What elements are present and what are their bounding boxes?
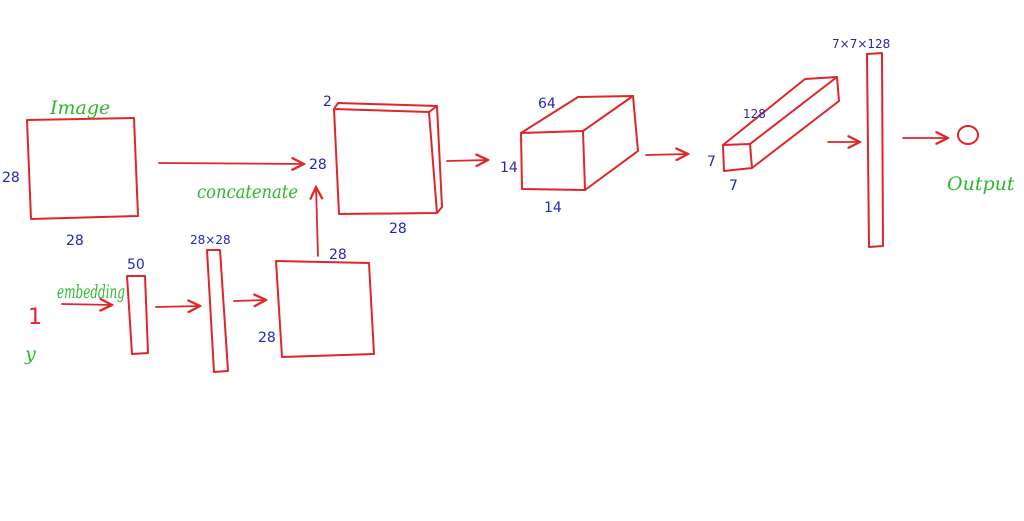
conv2-width-label: 7 [729,178,738,194]
conv1-height-label: 14 [500,160,518,176]
embedding-label: embedding [57,281,125,303]
label-count: 1 [28,305,42,330]
concat-width-label: 28 [389,221,407,237]
output-node [957,125,979,145]
concat-channels-label: 2 [323,94,332,110]
embedding-vector [126,275,149,355]
reshaped-label-map [275,260,375,358]
conv2-height-label: 7 [707,154,716,170]
image-width-label: 28 [66,233,84,249]
concatenate-label: concatenate [197,181,298,203]
conv1-channels-label: 64 [538,96,556,112]
flatten-size-label: 7×7×128 [832,37,890,51]
arrow-y-to-embedding [61,304,112,305]
dense-size-label: 28×28 [190,233,231,247]
arrow-conv1-to-conv2 [645,154,688,155]
arrow-concat-to-conv1 [446,160,488,161]
arrow-embedding-to-dense [155,306,200,307]
reshape-width-label: 28 [329,247,347,263]
dense-vector [206,249,229,373]
image-height-label: 28 [2,170,20,186]
conv2-volume [722,76,840,172]
arrow-image-to-concat [158,163,304,164]
output-label: Output [947,173,1015,195]
label-y: y [24,343,36,365]
conv2-channels-label: 128 [743,107,766,121]
concat-volume [333,102,443,215]
flatten-vector [866,52,884,248]
image-input-box [26,117,139,220]
arrow-dense-to-reshape [233,300,266,301]
conv1-width-label: 14 [544,200,562,216]
image-label: Image [49,97,110,119]
reshape-height-label: 28 [258,330,276,346]
conv1-volume [520,95,639,191]
arrow-reshape-to-concat [316,187,318,257]
embedding-size-label: 50 [127,257,145,273]
concat-height-label: 28 [309,157,327,173]
